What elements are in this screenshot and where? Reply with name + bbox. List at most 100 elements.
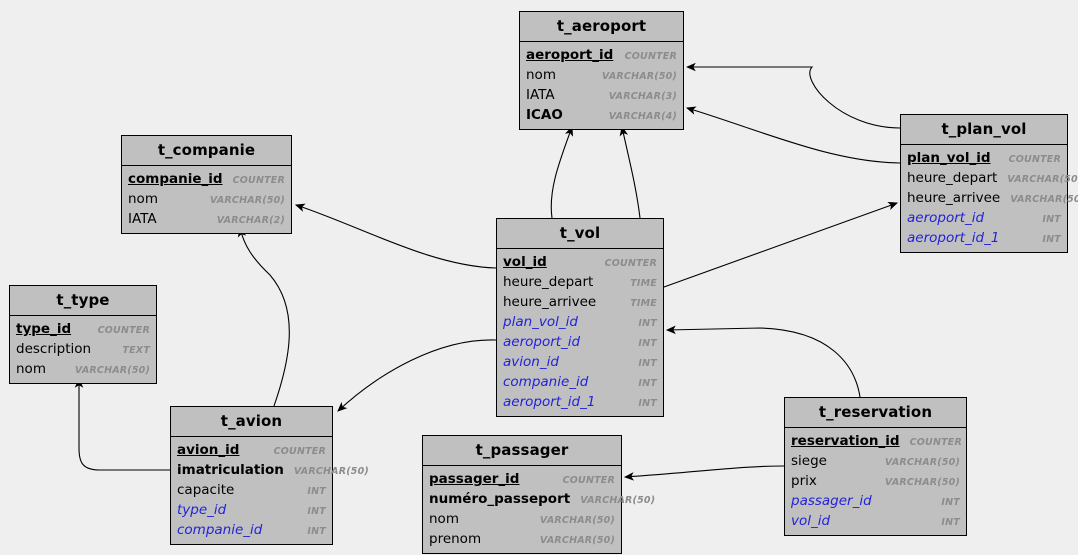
field-type: VARCHAR(4) bbox=[608, 111, 677, 122]
field-type: INT bbox=[638, 338, 657, 349]
relationship-vol-companie bbox=[294, 203, 497, 269]
field-type: VARCHAR(50) bbox=[293, 466, 369, 477]
field-row[interactable]: imatriculation VARCHAR(50) bbox=[171, 460, 369, 480]
field-type: VARCHAR(50) bbox=[74, 365, 150, 376]
field-type: VARCHAR(50) bbox=[601, 71, 677, 82]
table-title-t_vol: t_vol bbox=[497, 219, 663, 249]
table-title-t_plan_vol: t_plan_vol bbox=[901, 115, 1067, 145]
field-row[interactable]: nom VARCHAR(50) bbox=[423, 509, 621, 529]
relationship-vol-avion bbox=[337, 339, 497, 412]
relationship-planvol-aeroport-1 bbox=[685, 62, 901, 129]
field-name: ICAO bbox=[526, 107, 563, 123]
field-name: heure_arrivee bbox=[503, 294, 597, 310]
field-type: VARCHAR(50) bbox=[539, 515, 615, 526]
field-row[interactable]: aeroport_id COUNTER bbox=[520, 45, 683, 65]
field-name: aeroport_id_1 bbox=[907, 230, 1000, 246]
relationship-reservation-passager bbox=[623, 465, 785, 481]
field-name: aeroport_id bbox=[907, 210, 985, 226]
relationship-vol-aeroport-right bbox=[619, 125, 641, 219]
field-row[interactable]: heure_arrivee TIME bbox=[497, 292, 663, 312]
field-type: TIME bbox=[630, 278, 657, 289]
field-type: INT bbox=[307, 506, 326, 517]
field-row[interactable]: nom VARCHAR(50) bbox=[10, 359, 156, 379]
relationship-planvol-aeroport-2 bbox=[685, 106, 901, 164]
field-name: imatriculation bbox=[177, 462, 284, 478]
field-row[interactable]: heure_depart TIME bbox=[497, 272, 663, 292]
field-name: nom bbox=[16, 361, 46, 377]
field-name: passager_id bbox=[791, 493, 872, 509]
field-type: INT bbox=[638, 358, 657, 369]
field-name: companie_id bbox=[128, 171, 223, 187]
field-type: INT bbox=[638, 398, 657, 409]
field-type: COUNTER bbox=[624, 51, 677, 62]
field-name: IATA bbox=[128, 211, 157, 227]
field-name: vol_id bbox=[791, 513, 831, 529]
field-name: nom bbox=[128, 191, 158, 207]
field-type: VARCHAR(50) bbox=[539, 535, 615, 546]
table-title-t_passager: t_passager bbox=[423, 436, 621, 466]
field-type: VARCHAR(50) bbox=[884, 477, 960, 488]
field-row[interactable]: passager_id INT bbox=[785, 491, 966, 511]
field-row[interactable]: ICAO VARCHAR(4) bbox=[520, 105, 683, 125]
table-title-t_type: t_type bbox=[10, 286, 156, 316]
field-type: INT bbox=[941, 497, 960, 508]
field-type: VARCHAR(50) bbox=[580, 495, 656, 506]
field-name: type_id bbox=[177, 502, 227, 518]
field-name: plan_vol_id bbox=[907, 150, 991, 166]
field-name: aeroport_id bbox=[526, 47, 614, 63]
field-name: reservation_id bbox=[791, 433, 900, 449]
field-name: plan_vol_id bbox=[503, 314, 578, 330]
field-name: type_id bbox=[16, 321, 72, 337]
field-type: VARCHAR(50) bbox=[884, 457, 960, 468]
field-name: nom bbox=[429, 511, 459, 527]
field-name: IATA bbox=[526, 87, 555, 103]
field-name: heure_arrivee bbox=[907, 190, 1001, 206]
field-type: INT bbox=[307, 526, 326, 537]
field-row[interactable]: type_id INT bbox=[171, 500, 332, 520]
field-type: TIME bbox=[630, 298, 657, 309]
field-name: heure_depart bbox=[503, 274, 594, 290]
field-type: COUNTER bbox=[273, 446, 326, 457]
